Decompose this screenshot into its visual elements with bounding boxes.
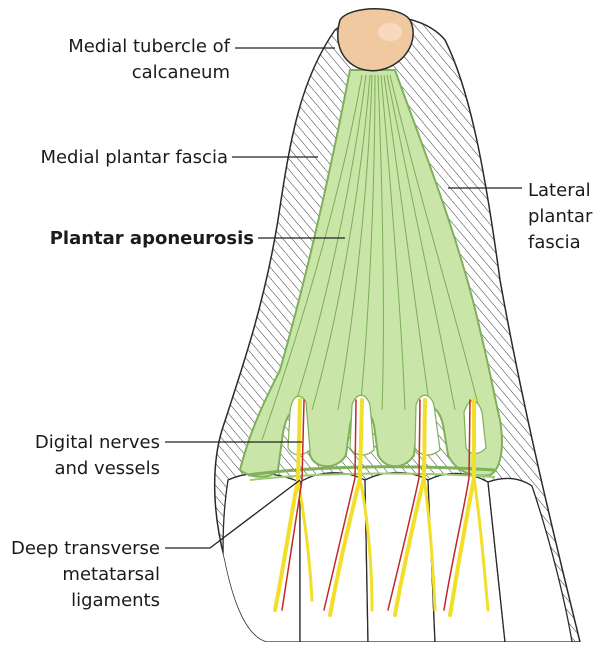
leader-lines (165, 47, 522, 549)
label-medial-tubercle-line1: Medial tubercle of (68, 36, 230, 57)
calcaneal-tubercle (337, 8, 414, 72)
leader-deep-transverse (165, 479, 301, 549)
label-deep-line2: metatarsal (62, 564, 160, 585)
label-plantar-aponeurosis: Plantar aponeurosis (49, 228, 254, 249)
label-medial-plantar-fascia: Medial plantar fascia (40, 147, 228, 168)
label-digital-line2: and vessels (54, 458, 160, 479)
label-deep-transverse: Deep transverse metatarsal ligaments (0, 536, 160, 614)
label-lateral-plantar-fascia: Lateral plantar fascia (528, 178, 592, 256)
label-digital-nerves: Digital nerves and vessels (10, 430, 160, 482)
digital-nerves-and-vessels (273, 398, 490, 617)
label-lateral-line1: Lateral (528, 180, 591, 201)
label-digital-line1: Digital nerves (34, 432, 160, 453)
label-lateral-line3: fascia (528, 232, 581, 253)
label-medial-tubercle-line2: calcaneum (131, 62, 230, 83)
label-deep-line1: Deep transverse (10, 538, 160, 559)
label-medial-tubercle: Medial tubercle of calcaneum (20, 34, 230, 86)
plantar-aponeurosis-shape (238, 69, 503, 481)
label-deep-line3: ligaments (71, 590, 160, 611)
label-lateral-line2: plantar (528, 206, 593, 227)
